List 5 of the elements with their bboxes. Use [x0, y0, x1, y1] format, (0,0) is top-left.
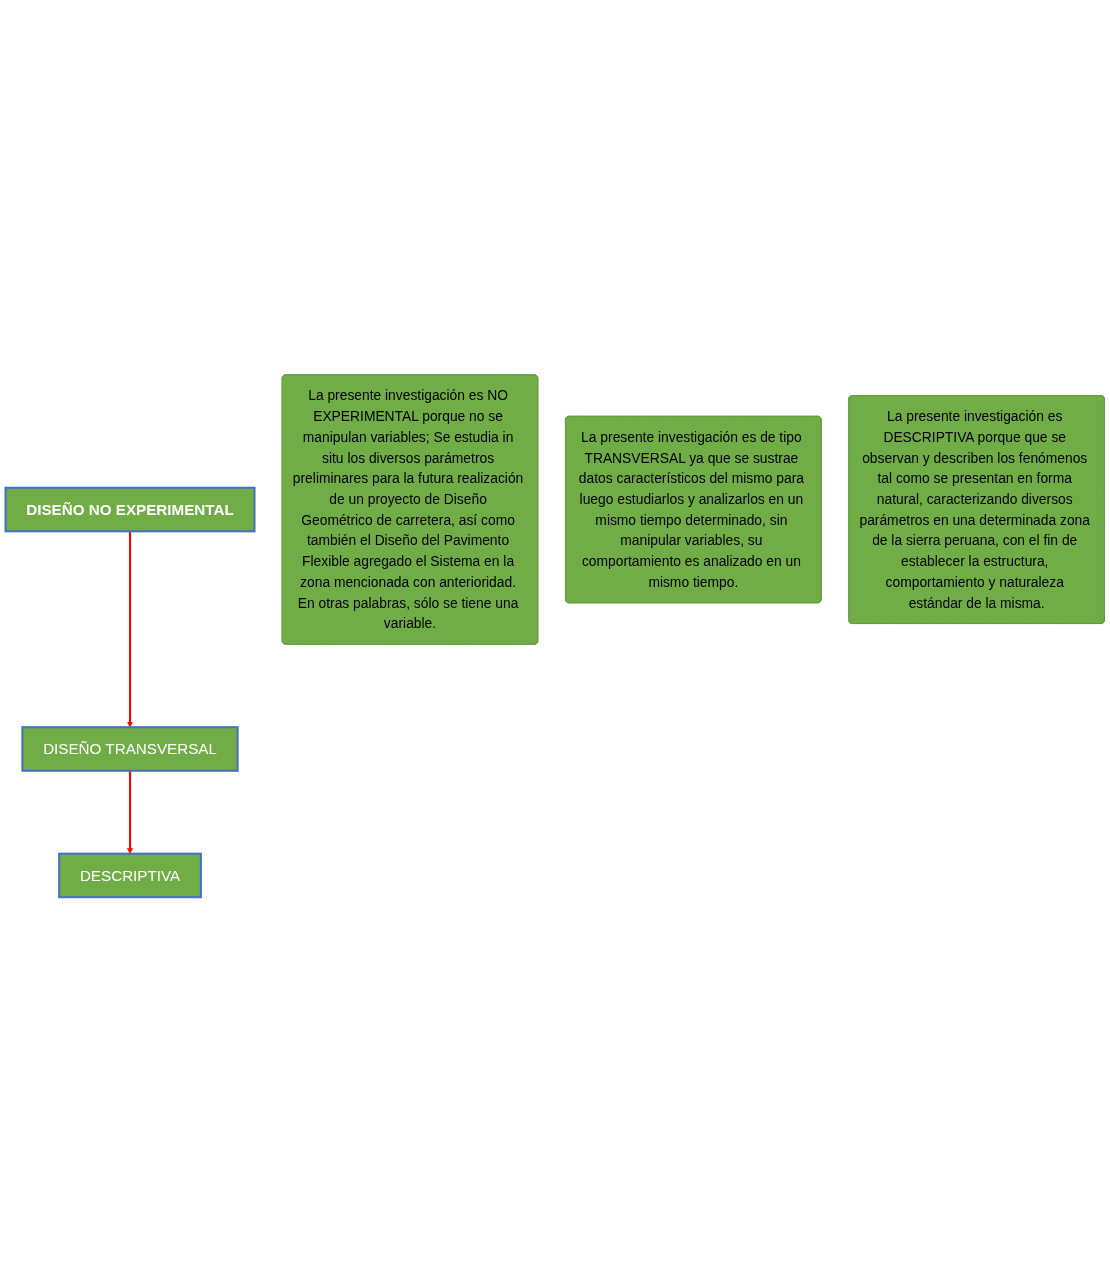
node-box: DESCRIPTIVA: [58, 852, 202, 899]
node-box: DISEÑO TRANSVERSAL: [21, 726, 239, 772]
node-box: DISEÑO NO EXPERIMENTAL: [4, 486, 256, 533]
arrow: [127, 770, 134, 854]
arrow: [127, 531, 134, 728]
